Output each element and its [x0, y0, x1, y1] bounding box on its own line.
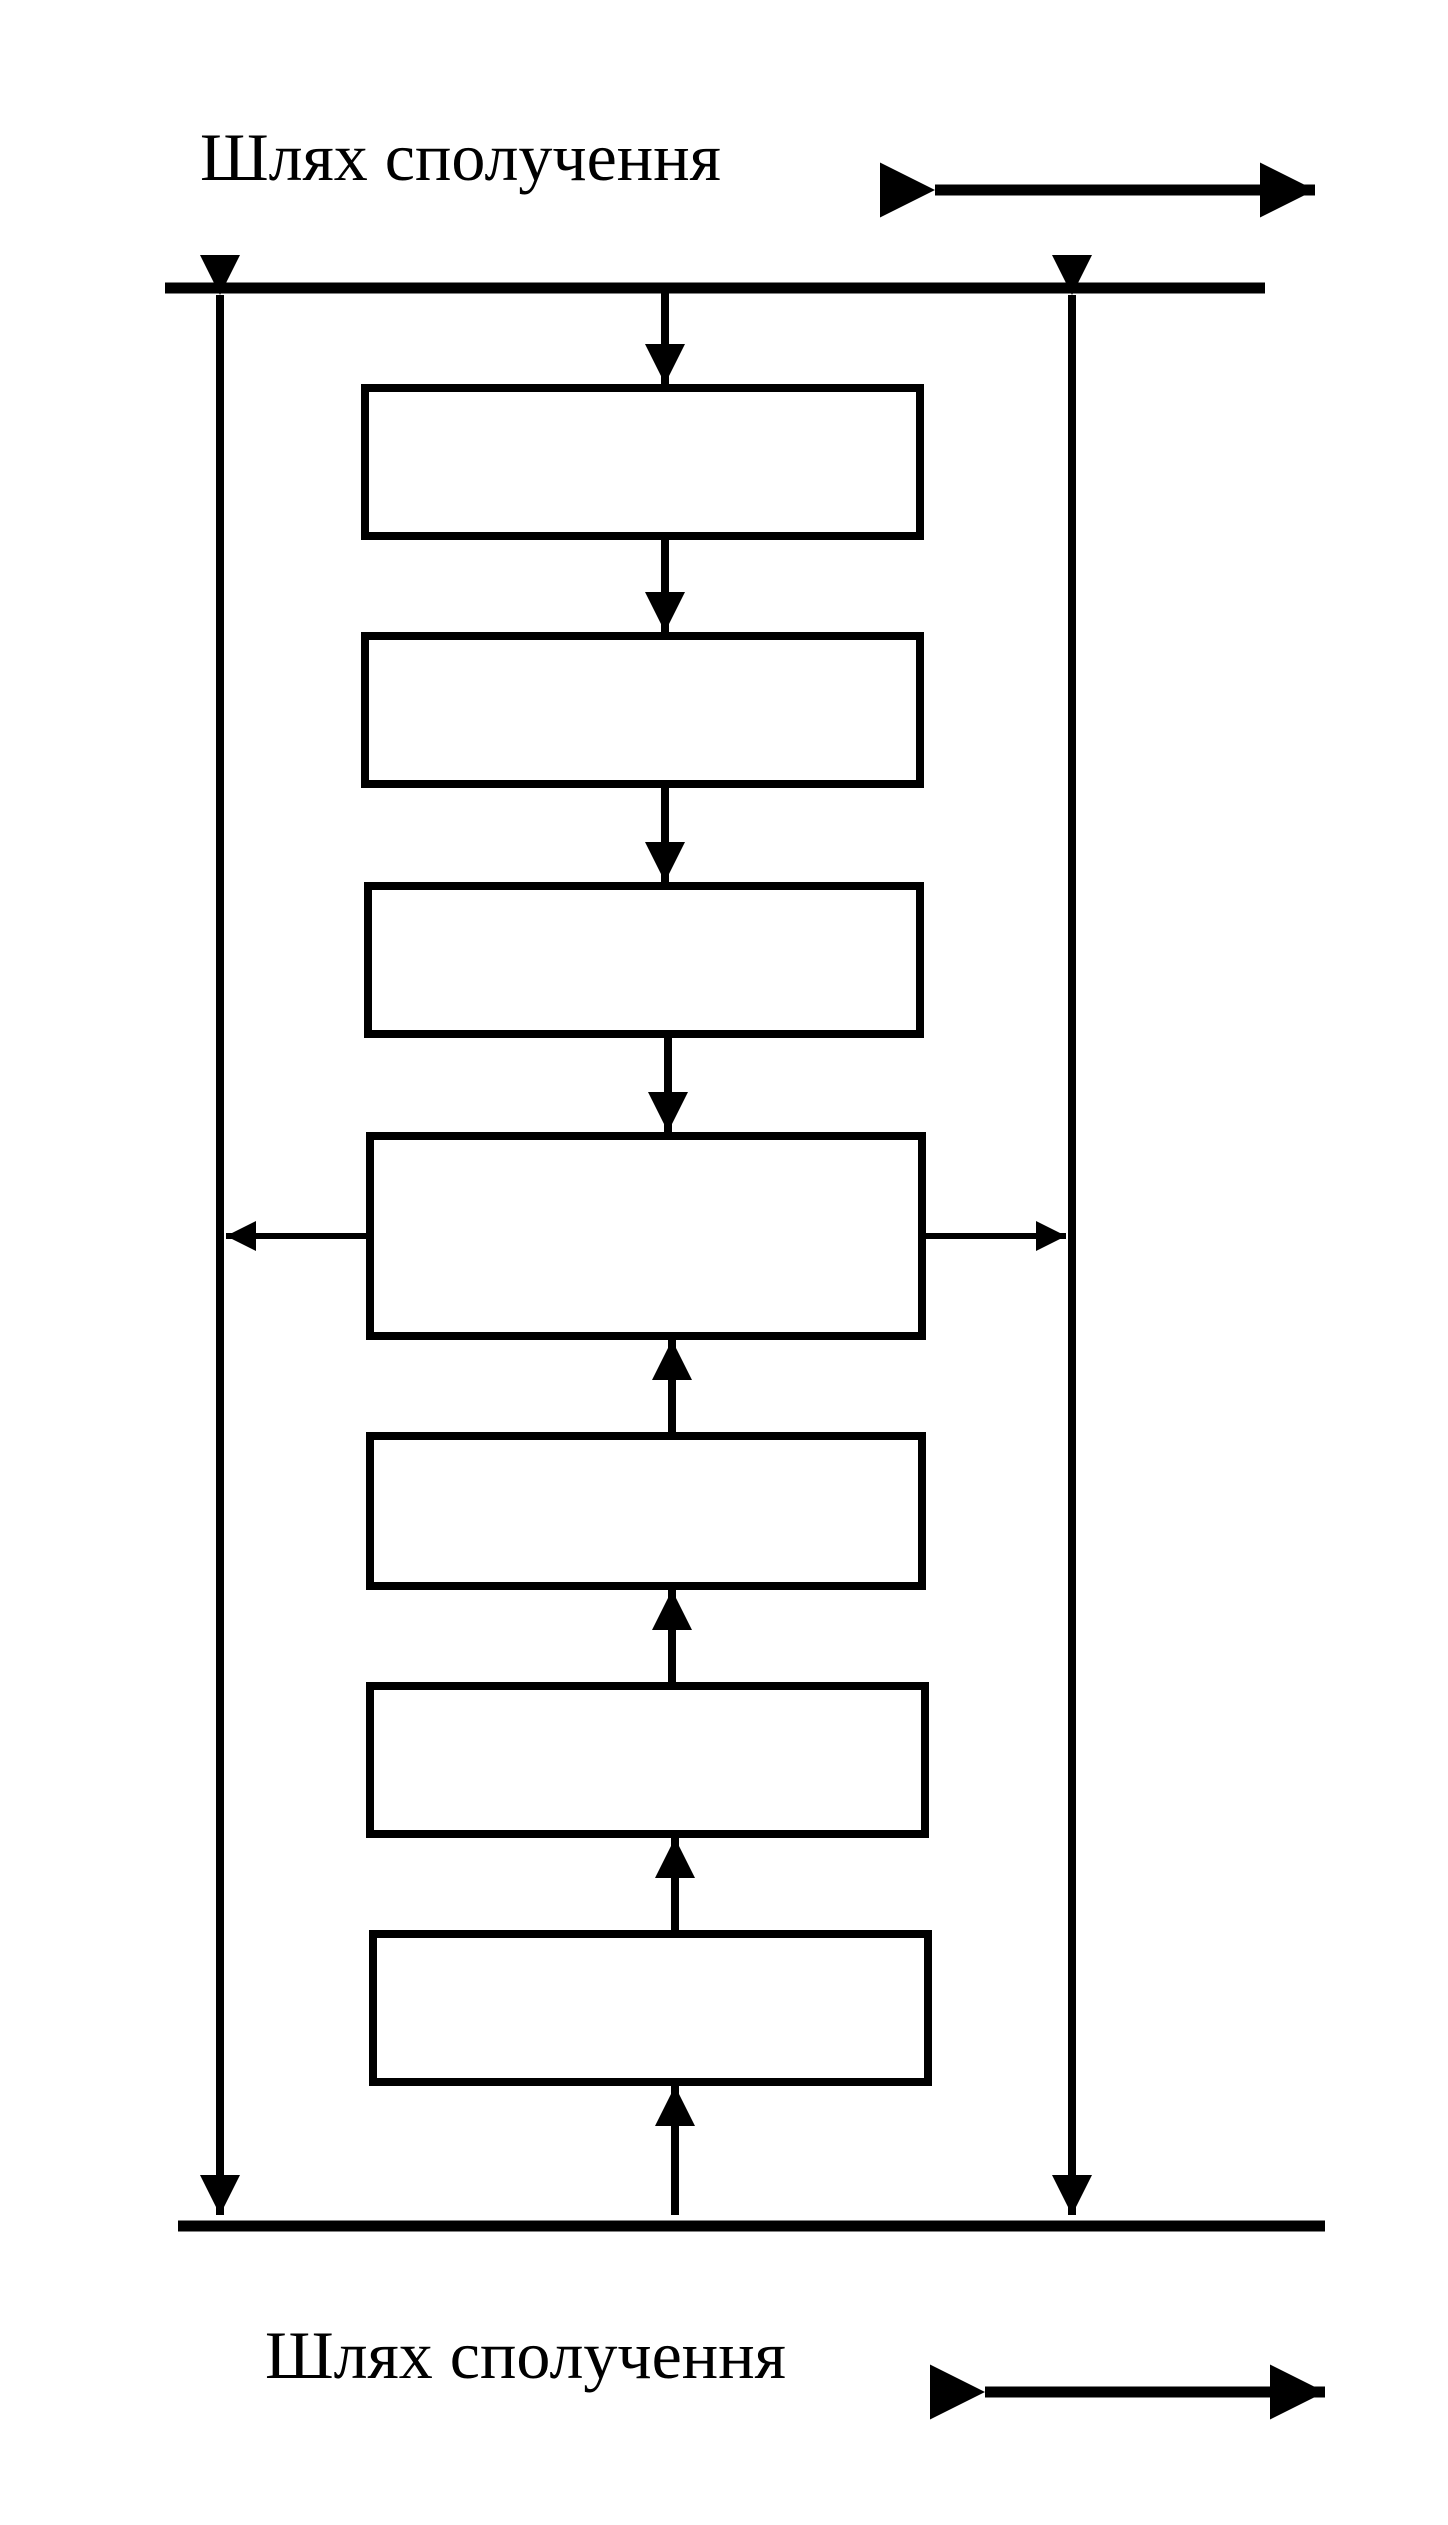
bottom-bus-label: Шлях сполучення — [265, 2317, 786, 2393]
top-bus-label: Шлях сполучення — [200, 119, 721, 195]
block-3 — [364, 882, 924, 1038]
block-2 — [361, 632, 924, 788]
block-6 — [366, 1682, 929, 1838]
block-5 — [366, 1432, 926, 1590]
block-4-central — [366, 1132, 926, 1340]
block-1 — [361, 384, 924, 540]
block-7 — [369, 1930, 932, 2086]
